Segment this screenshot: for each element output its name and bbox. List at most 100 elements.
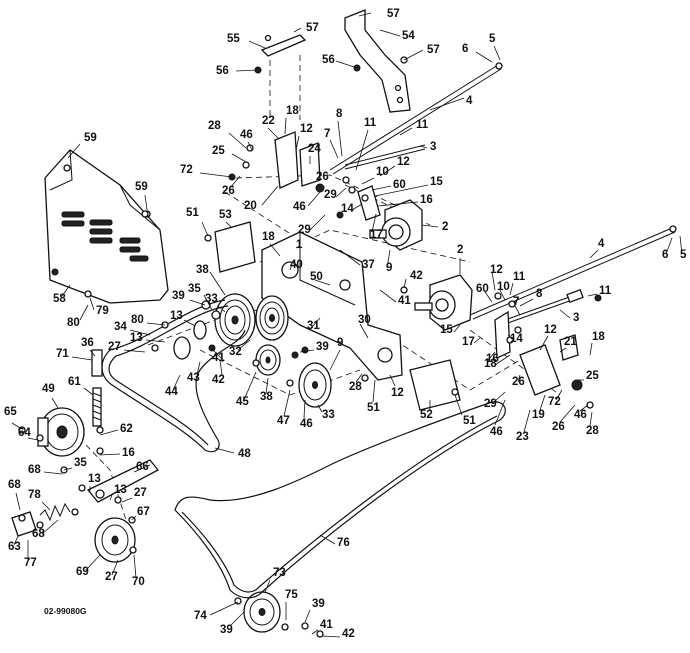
leader-line <box>311 317 321 328</box>
leader-line <box>473 337 481 344</box>
leader-line <box>374 184 429 197</box>
leader-line <box>183 319 196 327</box>
callout-35: 35 <box>74 457 87 469</box>
callout-39: 39 <box>316 341 329 353</box>
callout-17: 17 <box>370 229 383 241</box>
callout-29: 29 <box>298 224 311 236</box>
leader-line <box>133 464 151 473</box>
leader-line <box>493 391 506 403</box>
leader-line <box>15 492 21 511</box>
callout-5: 5 <box>489 33 496 45</box>
callout-12: 12 <box>544 324 557 336</box>
callout-15: 15 <box>430 176 443 188</box>
callout-9: 9 <box>386 262 392 274</box>
control-rods <box>329 62 677 320</box>
leader-line <box>507 334 513 340</box>
callout-59: 59 <box>135 181 148 193</box>
callout-69: 69 <box>76 566 89 578</box>
callout-39: 39 <box>220 624 233 636</box>
callout-75: 75 <box>285 589 298 601</box>
leader-line <box>235 69 259 72</box>
leader-line <box>314 279 331 286</box>
callout-39: 39 <box>312 598 325 610</box>
callout-56: 56 <box>216 65 229 77</box>
callout-26: 26 <box>512 376 525 388</box>
leader-line <box>289 263 293 271</box>
callout-8: 8 <box>536 288 543 300</box>
leader-line <box>335 187 347 198</box>
callout-46: 46 <box>574 409 587 421</box>
callout-67: 67 <box>137 506 150 518</box>
callout-38: 38 <box>196 264 209 276</box>
callout-13: 13 <box>170 310 183 322</box>
leader-line <box>311 629 319 635</box>
callout-46: 46 <box>293 201 306 213</box>
callout-12: 12 <box>397 156 410 168</box>
callout-2: 2 <box>442 221 448 233</box>
leader-line <box>89 349 96 357</box>
callout-45: 45 <box>236 396 249 408</box>
callout-49: 49 <box>42 383 55 395</box>
leader-line <box>144 194 148 211</box>
callout-73: 73 <box>273 567 286 579</box>
leader-line <box>85 554 101 571</box>
leader-line <box>196 361 201 376</box>
callout-51: 51 <box>186 207 199 219</box>
callout-18: 18 <box>262 231 275 243</box>
callout-50: 50 <box>310 271 323 283</box>
leader-line <box>67 143 81 159</box>
callout-16: 16 <box>486 353 499 365</box>
callout-32: 32 <box>229 346 242 358</box>
leader-line <box>491 271 496 291</box>
leader-line <box>337 120 343 157</box>
callout-47: 47 <box>277 415 290 427</box>
leader-line <box>121 497 133 503</box>
callout-80: 80 <box>67 317 80 329</box>
callout-68: 68 <box>32 528 45 540</box>
leader-line <box>63 467 73 471</box>
leader-line <box>339 249 361 266</box>
callout-11: 11 <box>364 117 377 129</box>
callout-41: 41 <box>320 619 333 631</box>
leader-line <box>284 117 287 135</box>
callout-3: 3 <box>573 312 579 324</box>
callout-60: 60 <box>393 179 406 191</box>
leader-line <box>539 394 546 411</box>
leader-line <box>514 305 521 316</box>
leader-line <box>579 404 589 412</box>
leader-line <box>419 145 428 149</box>
leader-line <box>214 447 235 454</box>
callout-13: 13 <box>88 473 101 485</box>
leader-line <box>51 397 59 409</box>
leader-line <box>267 127 279 139</box>
leader-line <box>559 309 571 319</box>
leader-line <box>41 501 51 511</box>
leader-line <box>237 339 251 351</box>
spring-61 <box>92 387 102 427</box>
brake-arm <box>357 185 381 221</box>
callout-43: 43 <box>187 372 200 384</box>
leader-line <box>265 377 269 395</box>
callout-54: 54 <box>402 30 415 42</box>
callout-60: 60 <box>476 283 489 295</box>
leader-line <box>371 213 377 233</box>
callout-22: 22 <box>262 115 275 127</box>
callout-30: 30 <box>358 314 371 326</box>
callout-7: 7 <box>513 296 519 308</box>
leader-line <box>83 387 94 396</box>
leader-line <box>145 339 166 343</box>
leader-line <box>494 354 511 366</box>
leader-line <box>403 278 407 289</box>
leader-line <box>189 299 206 306</box>
callout-68: 68 <box>8 479 21 491</box>
callout-28: 28 <box>586 425 599 437</box>
callout-27: 27 <box>105 571 118 583</box>
callout-70: 70 <box>132 576 145 588</box>
callout-46: 46 <box>300 418 313 430</box>
leader-line <box>475 51 493 63</box>
callout-42: 42 <box>410 270 423 282</box>
leader-line <box>11 422 21 429</box>
callout-17: 17 <box>462 336 475 348</box>
